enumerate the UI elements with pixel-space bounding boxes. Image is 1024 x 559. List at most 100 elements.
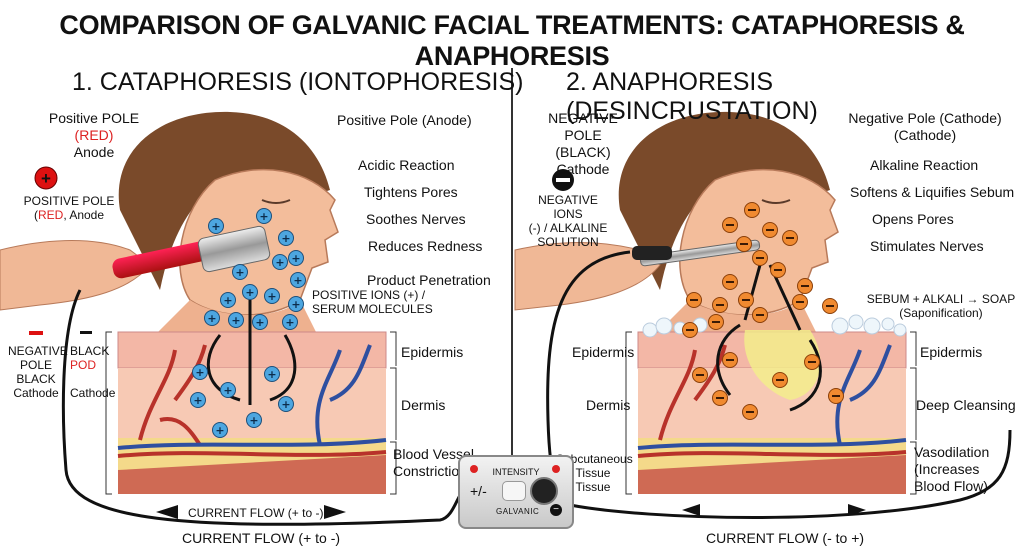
positive-ion <box>242 284 258 300</box>
negative-ion-sign <box>776 379 784 381</box>
right-layer-vaso: Vasodilation (Increases Blood Flow) <box>914 444 989 495</box>
positive-ion-sign: + <box>215 424 224 437</box>
left-hline-red <box>117 450 387 458</box>
neg-line1: POLE <box>19 358 52 372</box>
positive-ion-sign: + <box>275 256 284 269</box>
left-layer-vessel: Blood Vessel Constriction <box>393 446 474 480</box>
right-flow-arrow-1 <box>716 323 741 396</box>
left-bracket <box>105 331 112 495</box>
pod-line0: BLACK <box>70 344 110 358</box>
right-heading: 2. ANAPHORESIS (DESINCRUSTATION) <box>566 68 818 125</box>
positive-ion <box>278 396 294 412</box>
ions-line1: POSITIVE IONS (+) / <box>312 288 426 302</box>
positive-ion-sign: + <box>235 266 244 279</box>
section-divider <box>511 68 513 460</box>
intensity-knob[interactable] <box>530 477 558 505</box>
negative-ion-sign <box>756 314 764 316</box>
negative-ion-sign <box>690 299 698 301</box>
right-effect-0: Alkaline Reaction <box>870 157 979 173</box>
device-led-right <box>552 465 560 473</box>
left-vessel-blue <box>315 344 372 446</box>
right-vessel-red <box>658 344 727 441</box>
subq-line2: Tissue <box>575 466 611 480</box>
positive-ion-sign: + <box>291 298 300 311</box>
right-layer-deep: Deep Cleansing <box>916 397 1016 413</box>
left-pole-label-line2: (RED, Anode <box>14 208 124 222</box>
positive-ion-sign: + <box>291 252 300 265</box>
left-current-arrow-l <box>156 505 178 519</box>
red-word: RED <box>37 208 64 222</box>
positive-ion-sign: + <box>259 210 268 223</box>
positive-ion-sign: + <box>231 314 240 327</box>
right-current: CURRENT FLOW (- to +) <box>706 530 865 546</box>
negative-ion-sign <box>801 285 809 287</box>
positive-ion <box>192 364 208 380</box>
sebum-foam <box>642 314 907 338</box>
rp-line1: Negative Pole (Cathode) <box>848 110 1002 126</box>
vessel-line1: Blood Vessel <box>393 446 474 462</box>
right-current-arrow-r <box>848 504 866 516</box>
left-wand-handle <box>112 240 212 279</box>
device-polarity-label: +/- <box>470 483 487 499</box>
right-bracket-right <box>910 331 917 495</box>
negative-ion-sign <box>696 374 704 376</box>
device-led-left <box>470 465 478 473</box>
svg-text:+: + <box>41 169 51 188</box>
positive-ion <box>264 288 280 304</box>
negative-ion-sign <box>742 299 750 301</box>
subq-line3: Tissue <box>575 480 611 494</box>
left-heading: 1. CATAPHORESIS (IONTOPHORESIS) <box>72 68 524 96</box>
right-flow-arrow-3 <box>743 264 762 321</box>
left-epidermis <box>117 331 387 369</box>
left-flow-arrow-3 <box>269 334 297 402</box>
positive-ion-sign: + <box>267 368 276 381</box>
negative-ion-sign <box>766 229 774 231</box>
right-layer-subq: Subcutaneous Tissue Tissue <box>556 452 633 494</box>
positive-ion <box>256 208 272 224</box>
left-effect-3: Reduces Redness <box>368 238 483 254</box>
rp-line2: (Cathode) <box>893 127 957 143</box>
positive-ion <box>204 310 220 326</box>
left-black-pod-dash <box>80 331 92 334</box>
vaso-line1: Vasodilation <box>914 444 990 460</box>
left-layer-epidermis: Epidermis <box>401 344 464 360</box>
positive-ion-sign: + <box>281 398 290 411</box>
left-wire <box>61 289 464 526</box>
positive-ion-sign: + <box>255 316 264 329</box>
positive-ion <box>212 422 228 438</box>
right-pole-box: NEGATIVE POLE (BLACK) Cathode <box>528 110 638 178</box>
negative-ion-sign <box>716 397 724 399</box>
left-negative-pole: NEGATIVE POLE BLACK Cathode <box>8 344 68 400</box>
right-effect-1: Softens & Liquifies Sebum <box>850 184 1015 200</box>
left-current-arrow-r <box>324 505 346 519</box>
vaso-line2: (Increases <box>914 461 980 477</box>
left-pole-title: Positive POLE <box>48 110 140 126</box>
left-pole-label-line1: POSITIVE POLE <box>23 194 115 208</box>
right-pole-cathode: Cathode <box>556 161 610 177</box>
positive-ion <box>272 254 288 270</box>
left-positive-pole-icon <box>34 166 58 190</box>
pod-line1: POD <box>70 358 97 372</box>
polarity-switch[interactable] <box>502 481 526 501</box>
negative-ion-sign <box>726 281 734 283</box>
left-hline <box>117 438 387 450</box>
positive-ion <box>288 296 304 312</box>
positive-ion-sign: + <box>249 414 258 427</box>
left-ions-label: POSITIVE IONS (+) / SERUM MOLECULES <box>312 288 433 316</box>
negions-line1: (-) / ALKALINE <box>528 221 608 235</box>
right-current-arrow-l <box>682 504 700 516</box>
negative-ion-sign <box>774 269 782 271</box>
negative-ion-sign <box>746 411 754 413</box>
left-muscle <box>118 455 386 494</box>
left-pole-anode: Anode <box>73 144 115 160</box>
right-muscle <box>638 455 906 494</box>
ions-line2: SERUM MOLECULES <box>312 302 433 316</box>
device-brand: GALVANIC <box>496 507 540 516</box>
right-layer-epidermis-l: Epidermis <box>572 344 635 360</box>
negative-ion-sign <box>826 305 834 307</box>
positive-ion-sign: + <box>207 312 216 325</box>
negative-ion-sign <box>808 361 816 363</box>
left-effect-1: Tightens Pores <box>364 184 458 200</box>
negative-ions-group <box>682 202 844 420</box>
